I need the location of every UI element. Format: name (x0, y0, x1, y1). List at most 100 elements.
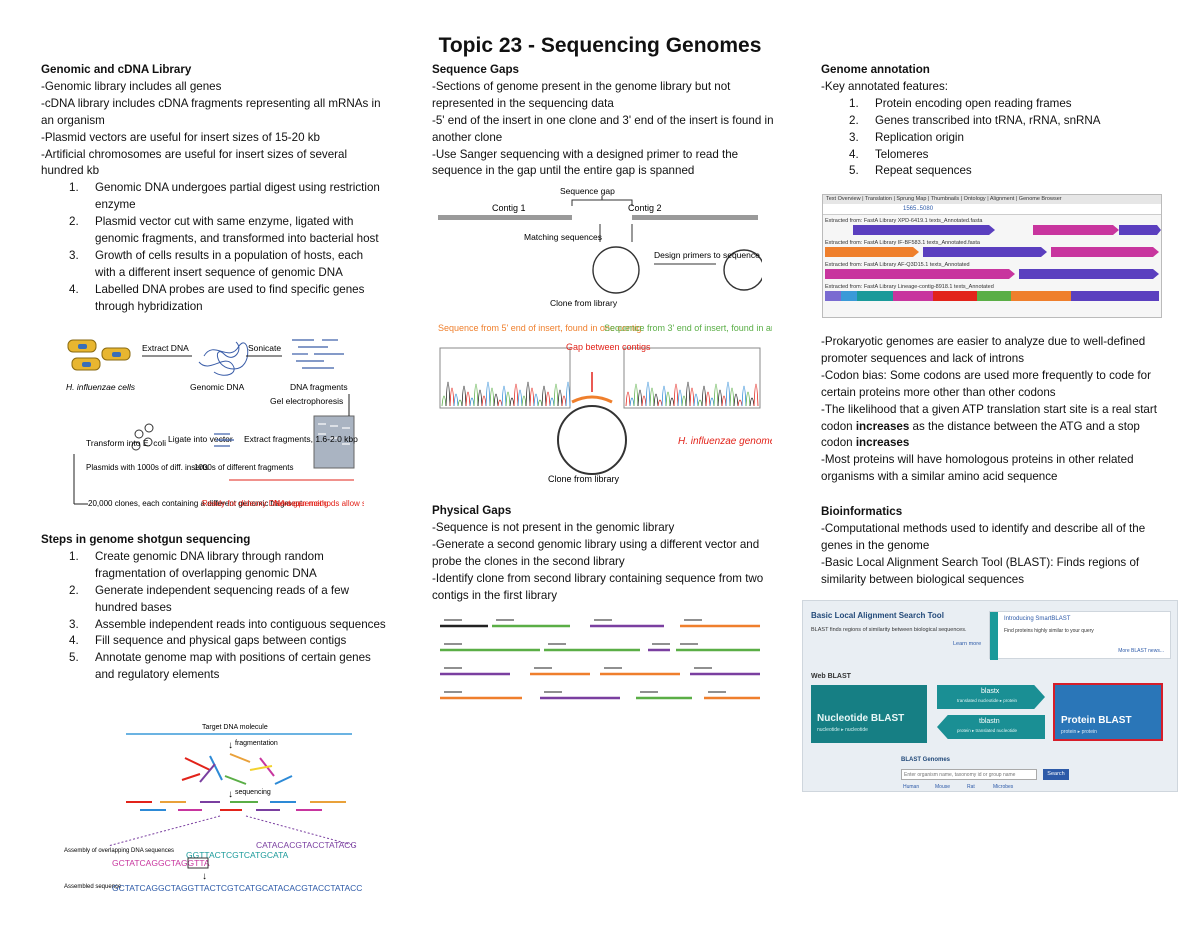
chromatogram-peak (537, 399, 543, 407)
link-rat[interactable]: Rat (967, 784, 975, 790)
target-label: Target DNA molecule (202, 724, 268, 731)
clone-label: Clone from library (548, 474, 620, 484)
protein-blast-button[interactable]: Protein BLAST protein ▸ protein (1053, 683, 1163, 741)
chromatogram-peak (565, 381, 571, 407)
chromatogram-peak (497, 399, 503, 407)
news-box: Introducing SmartBLAST Find proteins hig… (989, 611, 1171, 660)
chromatogram-peak (461, 385, 467, 407)
gaps-line: -Use Sanger sequencing with a designed p… (432, 147, 739, 178)
chromatogram-peak (665, 391, 671, 407)
chromatogram-peak (521, 395, 527, 407)
chromatogram-peak (629, 397, 635, 407)
gaps-line: -5' end of the insert in one clone and 3… (432, 113, 774, 144)
list-item: 2.Genes transcribed into tRNA, rRNA, snR… (849, 113, 1101, 127)
list-item: 1.Genomic DNA undergoes partial digest u… (69, 181, 380, 212)
nucleotide-blast-button[interactable]: Nucleotide BLAST nucleotide ▸ nucleotide (811, 685, 927, 743)
annotation-notes: -Prokaryotic genomes are easier to analy… (821, 334, 1166, 486)
shotgun-steps: 1.Create genomic DNA library through ran… (69, 549, 386, 684)
list-item: 3.Growth of cells results in a populatio… (69, 248, 364, 279)
chromatogram-peak (741, 385, 747, 407)
chromatogram-peak (657, 399, 663, 407)
chromatogram-peak (645, 381, 651, 407)
chromatogram-peak (689, 387, 695, 407)
news-title[interactable]: Introducing SmartBLAST (1004, 616, 1071, 622)
blastx-button[interactable]: blastx translated nucleotide ▸ protein (937, 685, 1045, 709)
ligate-label: Ligate into vector (168, 434, 233, 444)
chromatogram-peak (485, 381, 491, 407)
thousands-label: 1000s of different fragments (194, 463, 293, 472)
paired-reads-diagram (440, 619, 760, 700)
chromatogram-peak (721, 395, 727, 407)
list-item: 1.Create genomic DNA library through ran… (69, 549, 324, 580)
ready-label: Ready for dideoxy DNA sequencing (202, 499, 328, 508)
chromatogram-peak (481, 395, 487, 407)
chromatogram-peak (525, 381, 531, 407)
track-label: Extracted from: FastA Library IF-BF583.1… (825, 240, 981, 246)
chromatogram-peak (649, 387, 655, 407)
link-human[interactable]: Human (903, 784, 920, 790)
chromatogram-peak (625, 391, 631, 407)
chromatogram-peak (509, 397, 515, 407)
sequence-gap-diagram: Sequence gap Contig 1 Contig 2 Matching … (438, 186, 762, 308)
chromatogram-peak (725, 381, 731, 407)
bio-line: -Computational methods used to identify … (821, 521, 1146, 552)
list-item: 3.Replication origin (849, 130, 964, 144)
left-chromatogram (439, 347, 571, 409)
chromatogram-peak (737, 399, 743, 407)
chromatogram-peak (749, 397, 755, 407)
chromatogram-peak (545, 391, 551, 407)
chromatogram-peak (541, 385, 547, 407)
chromatogram-peak (549, 397, 555, 407)
chromatogram-peak (753, 383, 759, 407)
list-item: 4.Telomeres (849, 147, 929, 161)
news-text: Find proteins highly similar to your que… (1004, 628, 1094, 634)
chromatogram-peak (637, 389, 643, 407)
right-chromatogram (623, 347, 761, 409)
blast-homepage: Basic Local Alignment Search Tool BLAST … (802, 600, 1178, 792)
chromatogram-peak (445, 381, 451, 407)
chromatogram-peak (453, 393, 459, 407)
library-steps: 1.Genomic DNA undergoes partial digest u… (69, 180, 386, 315)
annot-intro: -Key annotated features: (821, 79, 948, 93)
read-2: GGTTACTCGTCATGCATA (186, 850, 289, 860)
link-mouse[interactable]: Mouse (935, 784, 951, 790)
shotgun-heading: Steps in genome shotgun sequencing (41, 533, 251, 546)
genomes-label: BLAST Genomes (901, 757, 951, 763)
chromatogram-peak (729, 387, 735, 407)
feature-list: 1.Protein encoding open reading frames 2… (849, 96, 1166, 181)
search-button[interactable]: Search (1043, 769, 1069, 780)
column-sequence-gaps: Sequence Gaps -Sections of genome presen… (432, 62, 777, 180)
chromatogram-peak (561, 395, 567, 407)
phys-line: -Identify clone from second library cont… (432, 571, 764, 602)
tblastn-button[interactable]: tblastn protein ▸ translated nucleotide (937, 715, 1045, 739)
gaps-line: -Sections of genome present in the genom… (432, 79, 731, 110)
chromatogram-peak (457, 399, 463, 407)
list-item: 4.Labelled DNA probes are used to find s… (69, 282, 365, 313)
clone-circle-2 (723, 249, 762, 291)
genome-search-input[interactable] (901, 769, 1037, 780)
chromatogram-peak (705, 391, 711, 407)
browser-range[interactable]: 1565..5080 (823, 204, 1161, 215)
chromatogram-peak (653, 393, 659, 407)
chromatogram-peak (473, 383, 479, 407)
chromatogram-peak (661, 385, 667, 407)
bio-heading: Bioinformatics (821, 505, 903, 518)
library-line: -cDNA library includes cDNA fragments re… (41, 96, 381, 127)
learn-more-link[interactable]: Learn more (953, 641, 982, 647)
link-microbes[interactable]: Microbes (993, 784, 1014, 790)
seqgap-label: Sequence gap (560, 186, 615, 196)
gel-label: Gel electrophoresis (270, 396, 343, 406)
nextgen-label: Next-gen methods allow sequencing of the… (274, 499, 364, 508)
sequencing-label: sequencing (235, 789, 271, 796)
chromatogram-peak (493, 393, 499, 407)
phys-heading: Physical Gaps (432, 504, 512, 517)
bacteria-cells-icon (67, 339, 131, 371)
more-news-link[interactable]: More BLAST news... (1118, 648, 1164, 654)
transform-label: Transform into E. coli (86, 438, 166, 448)
chromatogram-peak (465, 391, 471, 407)
genomic-label: Genomic DNA (190, 382, 245, 392)
chromatogram-peak (513, 383, 519, 407)
chromatogram-peak (685, 381, 691, 407)
library-line: -Artificial chromosomes are useful for i… (41, 147, 348, 178)
browser-tabs[interactable]: Text Overview | Translation | Sprung Map… (823, 195, 1161, 204)
